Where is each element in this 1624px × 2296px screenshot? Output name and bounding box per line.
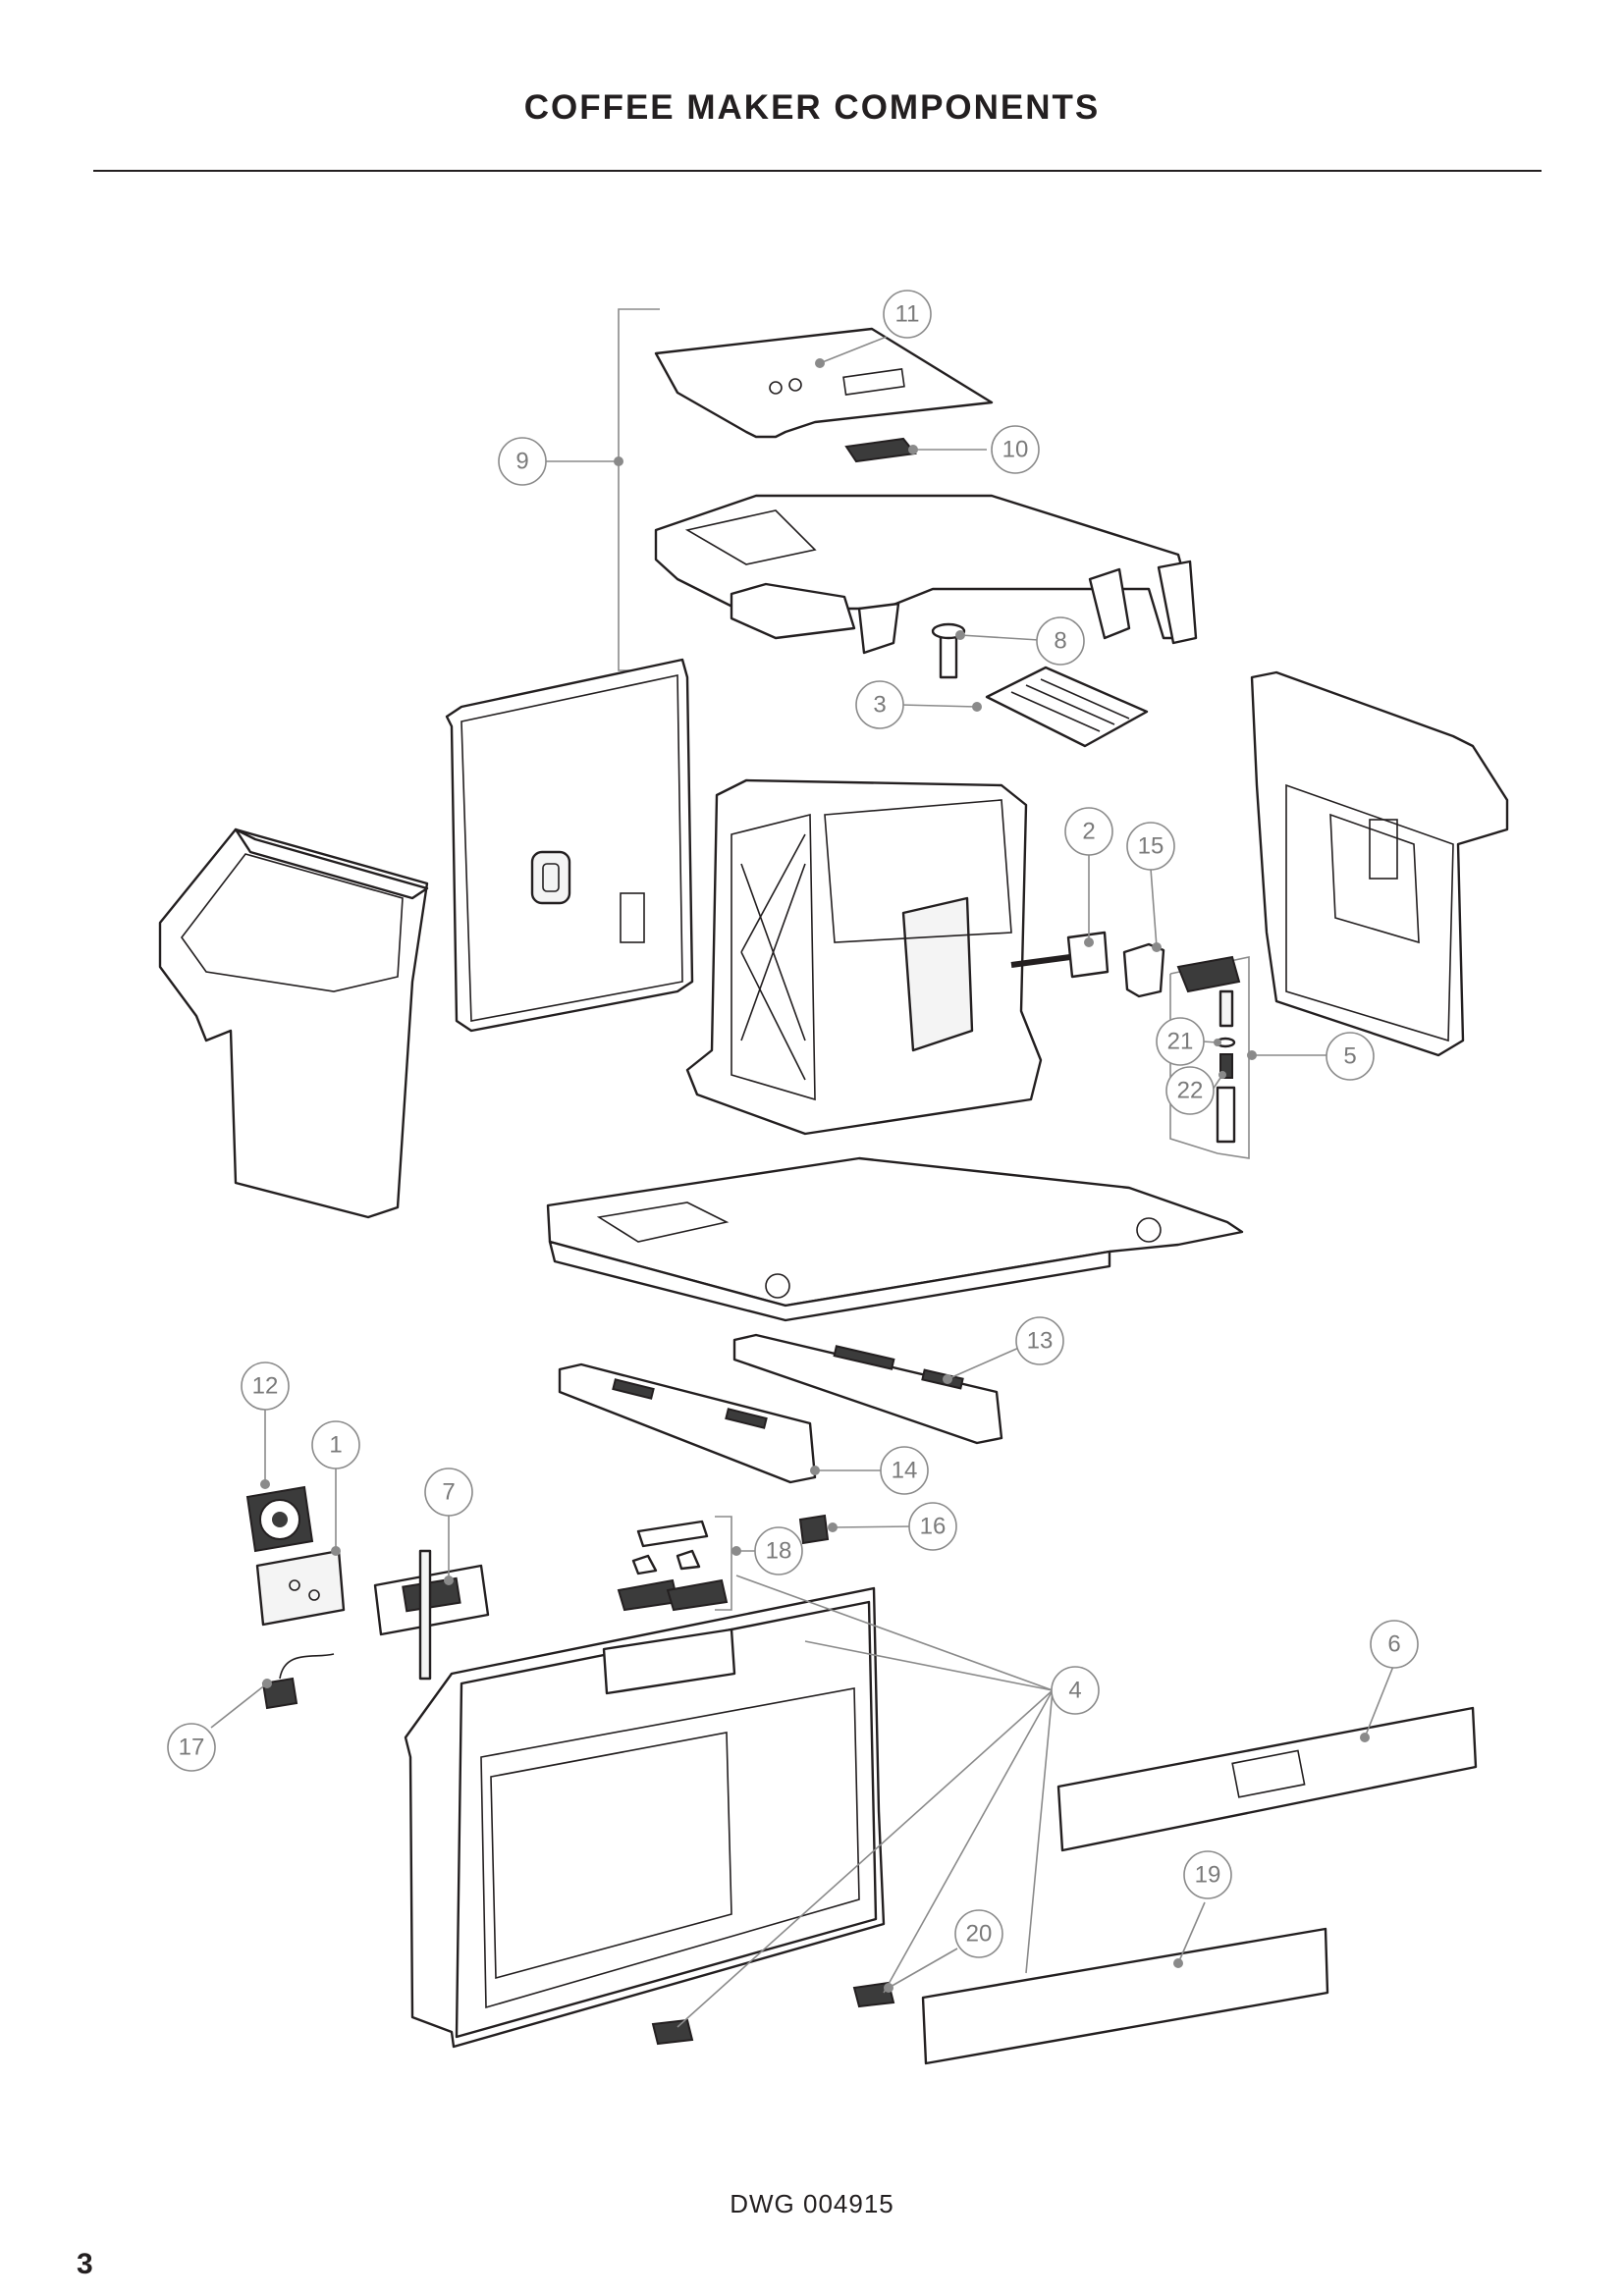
part-lower-fascia [921,1927,1329,2065]
part-left-housing [158,828,429,1219]
callout-label: 18 [766,1538,792,1565]
callout-11: 11 [883,290,932,339]
part-right-housing [1250,670,1509,1057]
callout-15: 15 [1126,822,1175,871]
callout-22: 22 [1165,1066,1215,1115]
callout-21: 21 [1156,1017,1205,1066]
callout-14: 14 [880,1446,929,1495]
part-sensor-board [1010,931,1110,979]
callout-6: 6 [1370,1620,1419,1669]
callout-19: 19 [1183,1850,1232,1899]
callout-label: 20 [966,1921,993,1948]
part-rail-right [732,1333,1003,1445]
part-base-plate [546,1156,1244,1322]
part-drip-grid [985,666,1149,748]
part-control-board [255,1549,346,1627]
part-drip-insert [844,437,917,463]
callout-7: 7 [424,1468,473,1517]
part-top-cover [654,327,994,439]
callout-17: 17 [167,1723,216,1772]
callout-16: 16 [908,1502,957,1551]
callout-label: 14 [892,1458,918,1484]
callout-label: 8 [1054,628,1066,655]
callout-label: 4 [1068,1678,1081,1704]
callout-18: 18 [754,1526,803,1575]
part-cooling-fan [245,1485,314,1553]
part-side-cover [445,658,694,1033]
part-pin [931,622,966,679]
callout-label: 10 [1002,437,1029,463]
part-hinge-foot-right [852,1981,895,2008]
callout-label: 13 [1027,1328,1054,1355]
callout-5: 5 [1326,1032,1375,1081]
callout-9: 9 [498,437,547,486]
page-number: 3 [77,2248,93,2280]
part-front-frame [404,1586,886,2049]
part-brew-frame [685,778,1043,1136]
callout-13: 13 [1015,1316,1064,1365]
callout-label: 19 [1195,1862,1221,1889]
callout-label: 12 [252,1373,279,1400]
part-valve [1122,942,1165,998]
callout-label: 22 [1177,1078,1204,1104]
callout-label: 7 [442,1479,455,1506]
part-solenoid-assembly [1176,955,1241,1144]
callout-label: 9 [515,449,528,475]
callout-label: 16 [920,1514,947,1540]
callout-8: 8 [1036,616,1085,666]
part-display-module [373,1549,490,1681]
callout-label: 17 [179,1735,205,1761]
callout-label: 5 [1343,1043,1356,1070]
callout-label: 1 [329,1432,342,1459]
callout-label: 3 [873,692,886,719]
callout-2: 2 [1064,807,1113,856]
callout-label: 21 [1167,1029,1194,1055]
callout-label: 15 [1138,833,1164,860]
part-top-frame [654,494,1198,655]
part-hinge-foot-left [651,2018,694,2046]
part-power-connector [261,1653,335,1710]
callout-10: 10 [991,425,1040,474]
drawing-number: DWG 004915 [730,2189,894,2218]
callout-3: 3 [855,680,904,729]
part-hinge-set [617,1520,729,1612]
part-rail-left [558,1362,817,1484]
callout-label: 6 [1387,1631,1400,1658]
callout-4: 4 [1051,1666,1100,1715]
callout-label: 2 [1082,819,1095,845]
part-clip [798,1514,830,1545]
title-divider [93,170,1542,172]
page-title: COFFEE MAKER COMPONENTS [523,88,1101,127]
part-control-panel-fascia [1056,1706,1478,1852]
callout-1: 1 [311,1420,360,1469]
callout-12: 12 [241,1362,290,1411]
callout-20: 20 [954,1909,1003,1958]
callout-label: 11 [895,301,920,328]
